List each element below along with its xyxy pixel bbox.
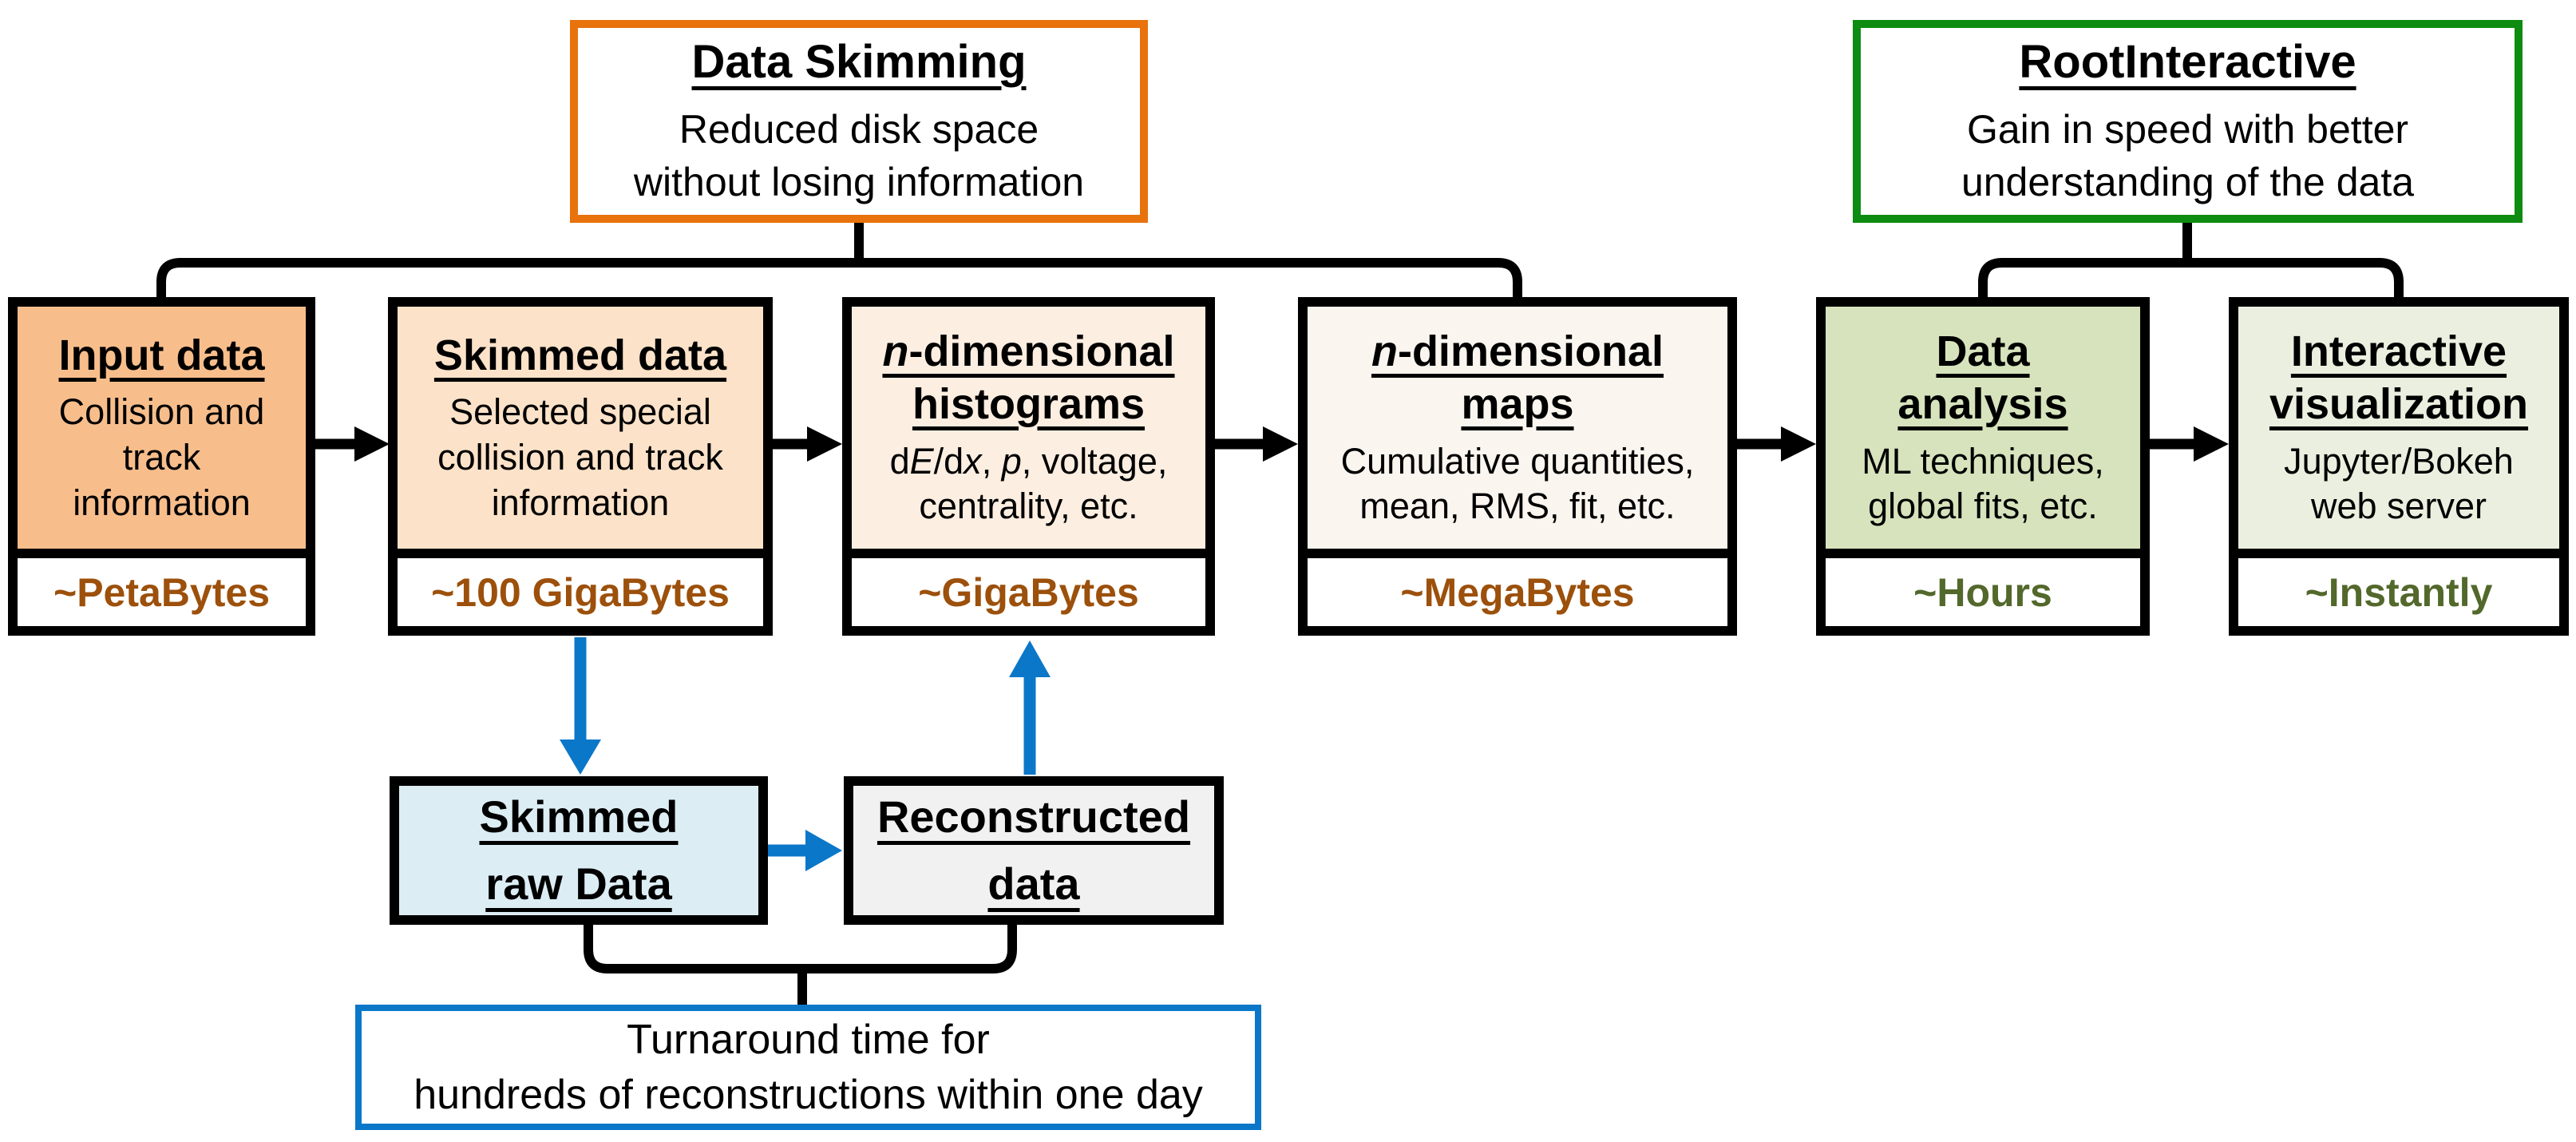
size-badge-100-gigabytes: ~100 GigaBytes <box>398 558 763 626</box>
callout-rootinteractive: RootInteractive Gain in speed with bette… <box>1853 20 2523 223</box>
stage-skimmed-data: Skimmed data Selected special collision … <box>388 297 773 636</box>
bracket-turnaround <box>584 925 1017 1005</box>
arrow-maps-to-analysis <box>1737 426 1816 462</box>
stage-input-data-main: Input data Collision and track informati… <box>18 307 306 558</box>
arrow-raw-to-reconstructed <box>768 830 842 871</box>
arrow-skimmed-to-raw <box>560 637 601 775</box>
time-badge-hours: ~Hours <box>1826 558 2140 626</box>
stage-ndim-maps-body: Cumulative quantities, mean, RMS, fit, e… <box>1340 440 1695 527</box>
stage-skimmed-data-main: Skimmed data Selected special collision … <box>398 307 763 558</box>
size-badge-gigabytes: ~GigaBytes <box>852 558 1205 626</box>
box-skimmed-raw-data-title: Skimmed raw Data <box>479 791 679 909</box>
callout-rootinteractive-title: RootInteractive <box>2019 35 2356 88</box>
stage-input-data: Input data Collision and track informati… <box>8 297 315 636</box>
time-badge-instantly: ~Instantly <box>2238 558 2559 626</box>
stage-input-data-title: Input data <box>58 331 265 379</box>
stage-input-data-body: Collision and track information <box>58 391 265 523</box>
box-reconstructed-data-title: Reconstructed data <box>876 791 1191 909</box>
callout-rootinteractive-body: Gain in speed with better understanding … <box>1961 106 2415 204</box>
arrow-skimmed-to-histograms <box>773 426 842 462</box>
stage-ndim-histograms-body: dE/dx, p, voltage, centrality, etc. <box>889 440 1168 527</box>
note-turnaround-time-text: Turnaround time for hundreds of reconstr… <box>414 1016 1203 1118</box>
size-badge-megabytes: ~MegaBytes <box>1308 558 1727 626</box>
stage-interactive-visualization-title: Interactive visualization <box>2269 327 2529 428</box>
stage-data-analysis: Data analysis ML techniques, global fits… <box>1816 297 2150 636</box>
arrow-histograms-to-maps <box>1215 426 1298 462</box>
stage-skimmed-data-title: Skimmed data <box>433 331 727 379</box>
arrow-reconstructed-to-histograms <box>1009 640 1051 775</box>
bracket-rootinteractive <box>1978 223 2404 297</box>
callout-data-skimming-body: Reduced disk space without losing inform… <box>633 106 1085 204</box>
stage-data-analysis-main: Data analysis ML techniques, global fits… <box>1826 307 2140 558</box>
stage-interactive-visualization-main: Interactive visualization Jupyter/Bokeh … <box>2238 307 2559 558</box>
arrow-analysis-to-viz <box>2150 426 2229 462</box>
arrow-input-to-skimmed <box>315 426 390 462</box>
stage-ndim-maps-title: n-dimensional maps <box>1371 327 1664 428</box>
stage-ndim-maps: n-dimensional maps Cumulative quantities… <box>1298 297 1737 636</box>
bracket-data-skimming <box>156 223 1522 297</box>
stage-ndim-histograms-main: n-dimensional histograms dE/dx, p, volta… <box>852 307 1205 558</box>
stage-data-analysis-body: ML techniques, global fits, etc. <box>1862 440 2104 527</box>
size-badge-petabytes: ~PetaBytes <box>18 558 306 626</box>
box-skimmed-raw-data: Skimmed raw Data <box>390 776 768 925</box>
stage-ndim-maps-main: n-dimensional maps Cumulative quantities… <box>1308 307 1727 558</box>
stage-skimmed-data-body: Selected special collision and track inf… <box>437 391 723 523</box>
callout-data-skimming: Data Skimming Reduced disk space without… <box>570 20 1148 223</box>
stage-ndim-histograms-title: n-dimensional histograms <box>882 327 1175 428</box>
callout-data-skimming-title: Data Skimming <box>691 35 1027 88</box>
stage-data-analysis-title: Data analysis <box>1897 327 2068 428</box>
box-reconstructed-data: Reconstructed data <box>844 776 1224 925</box>
note-turnaround-time: Turnaround time for hundreds of reconstr… <box>355 1005 1261 1130</box>
stage-ndim-histograms: n-dimensional histograms dE/dx, p, volta… <box>842 297 1215 636</box>
stage-interactive-visualization-body: Jupyter/Bokeh web server <box>2284 440 2514 527</box>
stage-interactive-visualization: Interactive visualization Jupyter/Bokeh … <box>2229 297 2569 636</box>
